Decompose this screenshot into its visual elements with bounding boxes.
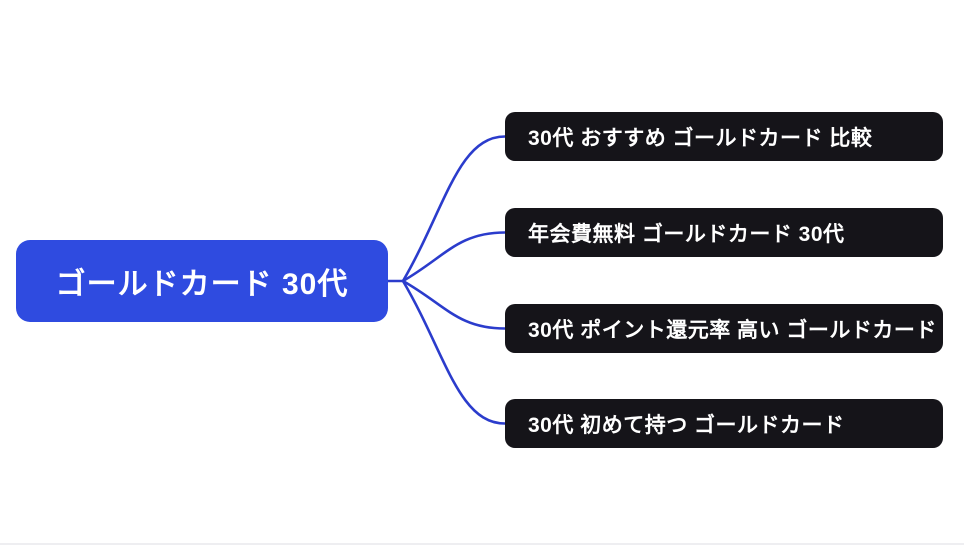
root-node[interactable]: ゴールドカード 30代 bbox=[16, 240, 388, 322]
bottom-divider bbox=[0, 543, 964, 545]
child-node-label: 30代 おすすめ ゴールドカード 比較 bbox=[528, 126, 873, 150]
child-node[interactable]: 30代 初めて持つ ゴールドカード bbox=[505, 399, 943, 448]
root-node-label: ゴールドカード 30代 bbox=[55, 268, 349, 301]
child-node[interactable]: 年会費無料 ゴールドカード 30代 bbox=[505, 208, 943, 257]
child-node-label: 30代 ポイント還元率 高い ゴールドカード bbox=[528, 318, 937, 342]
child-node[interactable]: 30代 ポイント還元率 高い ゴールドカード bbox=[505, 304, 943, 353]
child-node[interactable]: 30代 おすすめ ゴールドカード 比較 bbox=[505, 112, 943, 161]
child-node-label: 年会費無料 ゴールドカード 30代 bbox=[528, 222, 845, 246]
child-node-label: 30代 初めて持つ ゴールドカード bbox=[528, 413, 845, 437]
